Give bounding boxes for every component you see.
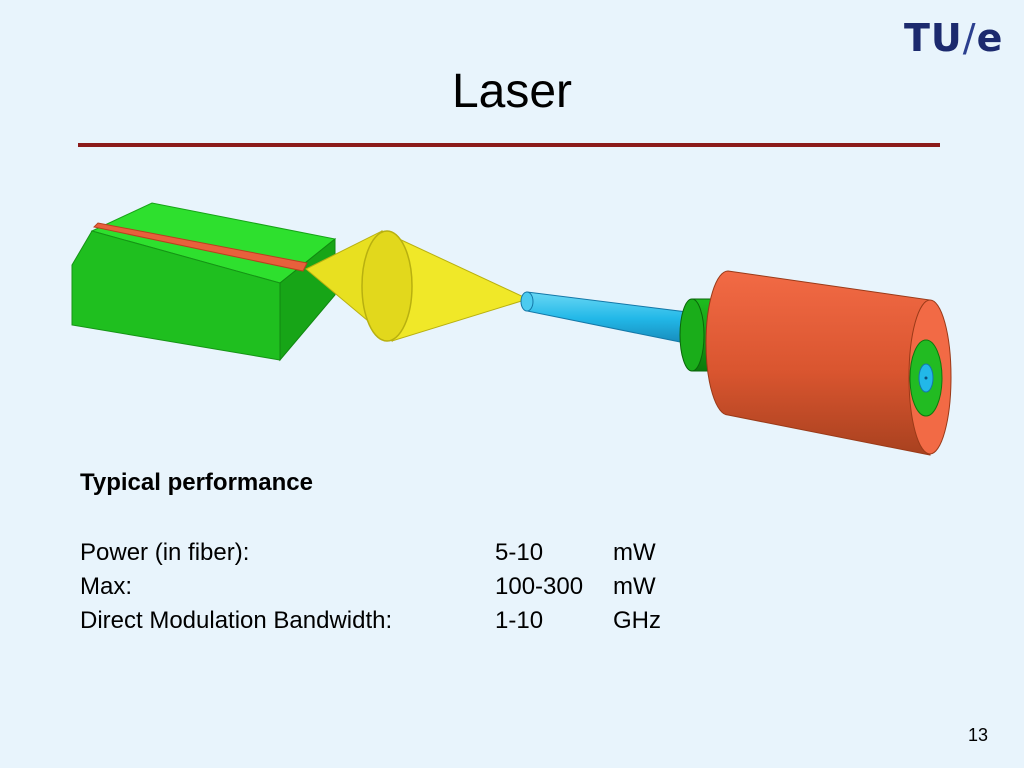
fiber-end bbox=[520, 291, 534, 312]
page-number: 13 bbox=[967, 725, 988, 745]
waveguide-stripe bbox=[92, 222, 308, 272]
spec-row: Max: 100-300 mW bbox=[80, 570, 693, 604]
spec-unit: mW bbox=[613, 573, 656, 600]
logo-text-e: e bbox=[976, 16, 1004, 60]
spec-value: 5-10 bbox=[495, 539, 544, 566]
spec-label: Direct Modulation Bandwidth: bbox=[80, 607, 393, 634]
spec-row: Direct Modulation Bandwidth: 1-10 GHz bbox=[80, 604, 693, 638]
spec-row: Power (in fiber): 5-10 mW bbox=[80, 536, 693, 570]
spec-unit: GHz bbox=[613, 607, 661, 634]
tue-logo: TU/e bbox=[904, 14, 1003, 62]
spec-label: Power (in fiber): bbox=[80, 539, 250, 566]
spec-value: 100-300 bbox=[495, 573, 584, 600]
fiber-connector-cylinder bbox=[705, 270, 952, 456]
optical-fiber bbox=[520, 291, 696, 346]
title-divider bbox=[78, 143, 940, 147]
logo-slash: / bbox=[962, 16, 977, 60]
spec-unit: mW bbox=[613, 539, 656, 566]
spec-value: 1-10 bbox=[495, 607, 544, 634]
coupling-lens bbox=[305, 230, 530, 343]
laser-fiber-diagram bbox=[71, 202, 952, 456]
laser-chip bbox=[71, 202, 337, 362]
performance-specs-table: Power (in fiber): 5-10 mW Max: 100-300 m… bbox=[80, 536, 693, 638]
logo-text-tu: TU bbox=[904, 16, 963, 60]
spec-label: Max: bbox=[80, 573, 133, 600]
performance-heading: Typical performance bbox=[80, 469, 313, 496]
slide-title: Laser bbox=[451, 65, 573, 118]
lens-disc bbox=[361, 230, 413, 342]
